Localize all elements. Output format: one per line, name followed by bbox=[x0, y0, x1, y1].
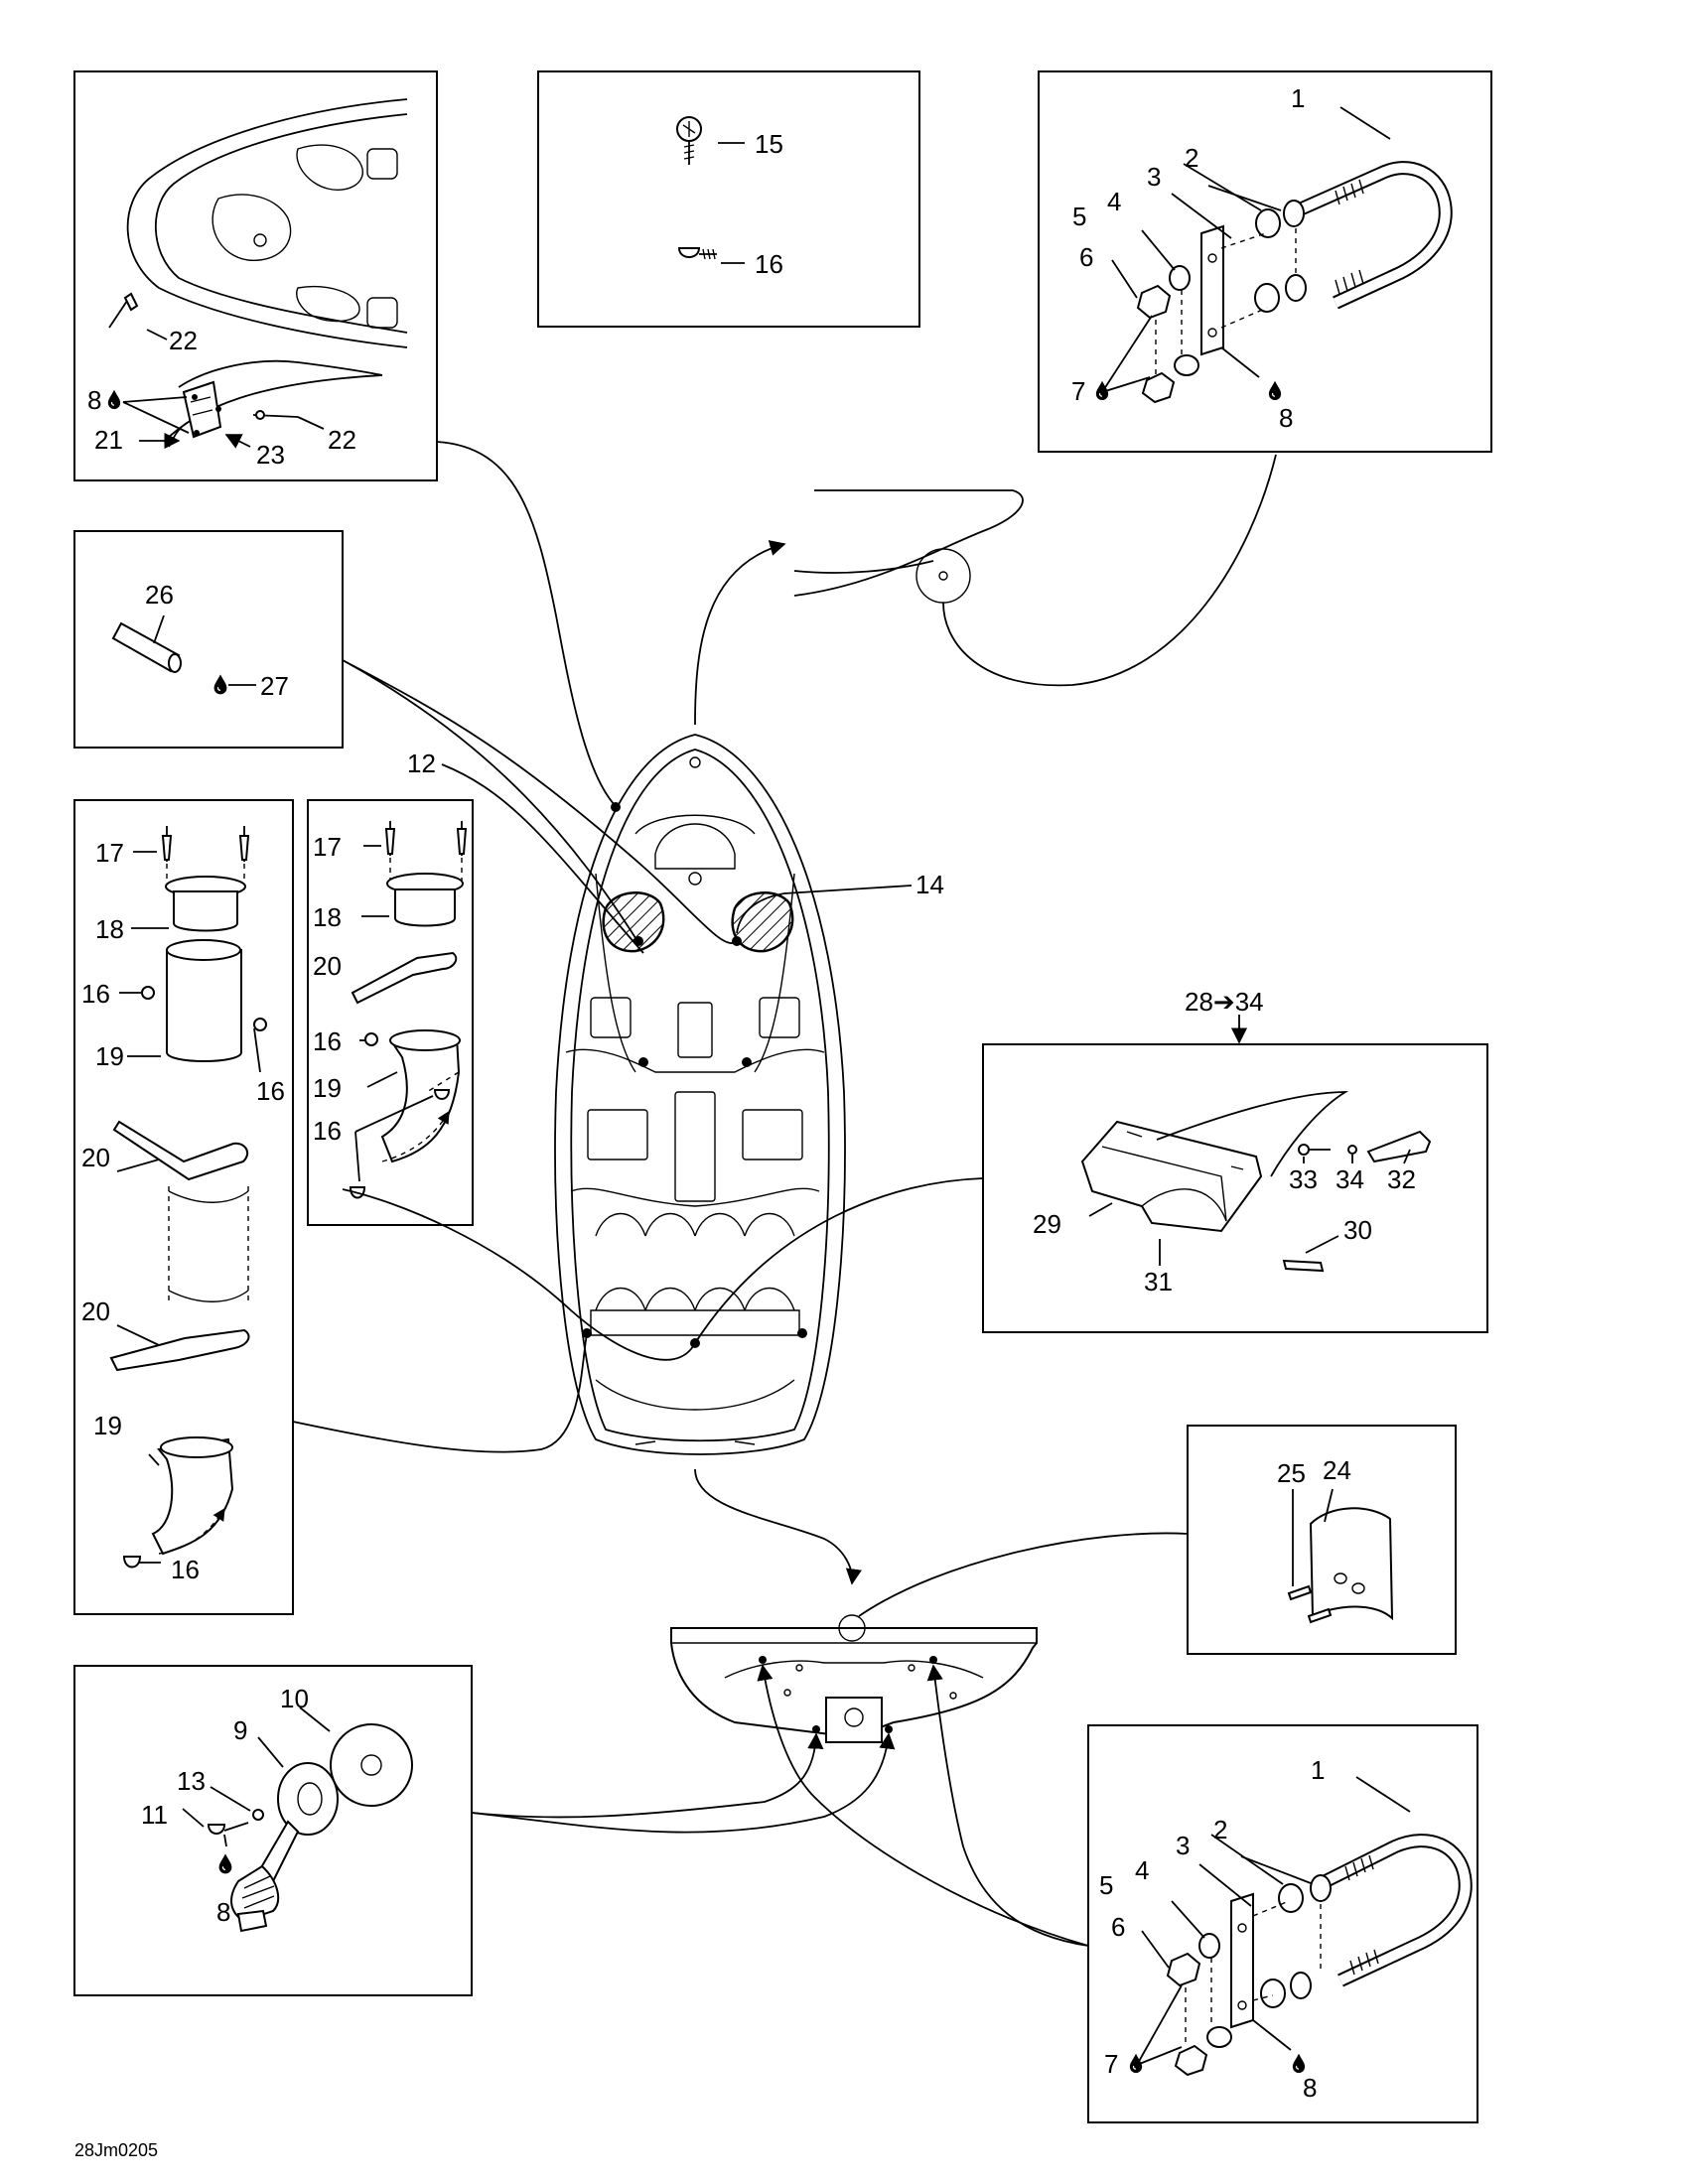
label-29: 29 bbox=[1033, 1209, 1061, 1239]
sealant-drop-icon-c1 bbox=[1095, 380, 1109, 400]
detail-box-vent-long: 17 18 16 19 16 20 20 19 16 bbox=[73, 799, 294, 1615]
label-23: 23 bbox=[256, 440, 285, 470]
detail-box-screws: 15 16 bbox=[537, 70, 920, 328]
label-16g: 16 bbox=[171, 1555, 200, 1584]
label-19b: 19 bbox=[93, 1411, 122, 1440]
detail-box-bow: 22 8 21 23 22 bbox=[73, 70, 438, 481]
detail-box-ubolt-front: 1 2 3 4 5 6 7 8 bbox=[1038, 70, 1492, 453]
label-12: 12 bbox=[407, 749, 436, 778]
detail-box-tube: 26 27 bbox=[73, 530, 344, 749]
detail-box-bumper: 25 24 bbox=[1187, 1425, 1457, 1655]
label-16i: 16 bbox=[313, 1116, 342, 1146]
detail-box-drain-plug: 10 9 13 11 8 bbox=[73, 1665, 473, 1996]
sealant-drop-icon-d bbox=[212, 673, 228, 695]
label-21: 21 bbox=[94, 425, 123, 455]
label-32: 32 bbox=[1387, 1164, 1416, 1194]
label-20b: 20 bbox=[81, 1297, 110, 1326]
sealant-drop-icon bbox=[107, 389, 121, 409]
label-16f: 16 bbox=[256, 1076, 285, 1106]
label-16h: 16 bbox=[313, 1026, 342, 1056]
label-10: 10 bbox=[280, 1684, 309, 1713]
label-20: 20 bbox=[81, 1143, 110, 1172]
label-6: 6 bbox=[1079, 242, 1093, 272]
label-14: 14 bbox=[915, 870, 944, 899]
label-15: 15 bbox=[755, 129, 783, 159]
label-4: 4 bbox=[1107, 187, 1121, 216]
label-3: 3 bbox=[1147, 162, 1161, 192]
label-8: 8 bbox=[87, 385, 101, 415]
label-3b: 3 bbox=[1176, 1831, 1190, 1860]
label-8j: 8 bbox=[1303, 2073, 1317, 2103]
label-13: 13 bbox=[177, 1766, 206, 1796]
label-31: 31 bbox=[1144, 1267, 1173, 1297]
label-2: 2 bbox=[1185, 143, 1198, 173]
hull-top-view bbox=[554, 734, 846, 1455]
label-1b: 1 bbox=[1311, 1755, 1325, 1785]
label-25: 25 bbox=[1277, 1458, 1306, 1488]
label-5: 5 bbox=[1072, 202, 1086, 231]
label-27: 27 bbox=[260, 671, 289, 701]
label-22: 22 bbox=[169, 326, 198, 355]
sealant-drop-icon-i bbox=[217, 1852, 233, 1874]
label-34: 34 bbox=[1336, 1164, 1364, 1194]
sealant-drop-icon-c2 bbox=[1268, 380, 1282, 400]
label-7: 7 bbox=[1071, 376, 1085, 406]
detail-box-step: 28➔34 29 30 31 32 33 34 bbox=[982, 987, 1488, 1333]
label-8c: 8 bbox=[1279, 403, 1293, 433]
label-18b: 18 bbox=[313, 902, 342, 932]
label-24: 24 bbox=[1323, 1455, 1351, 1485]
label-4b: 4 bbox=[1135, 1855, 1149, 1885]
label-1: 1 bbox=[1291, 83, 1305, 113]
label-22b: 22 bbox=[328, 425, 356, 455]
label-19: 19 bbox=[95, 1041, 124, 1071]
label-16e: 16 bbox=[81, 979, 110, 1009]
label-26: 26 bbox=[145, 580, 174, 610]
sealant-drop-icon-j2 bbox=[1292, 2053, 1306, 2073]
label-5b: 5 bbox=[1099, 1870, 1113, 1900]
label-17b: 17 bbox=[313, 832, 342, 862]
label-7b: 7 bbox=[1104, 2049, 1118, 2079]
label-17: 17 bbox=[95, 838, 124, 868]
diagram-code: 28Jm0205 bbox=[74, 2140, 158, 2160]
label-30: 30 bbox=[1343, 1215, 1372, 1245]
label-9: 9 bbox=[233, 1715, 247, 1745]
label-16: 16 bbox=[755, 249, 783, 279]
hatched-pad-left bbox=[602, 891, 665, 953]
label-2b: 2 bbox=[1213, 1815, 1227, 1844]
side-view-sketch bbox=[292, 441, 1277, 1585]
label-18: 18 bbox=[95, 914, 124, 944]
label-11: 11 bbox=[141, 1800, 168, 1830]
label-28-34: 28➔34 bbox=[1185, 987, 1264, 1017]
detail-box-ubolt-rear: 1 2 3 4 5 6 7 8 bbox=[1087, 1724, 1478, 2123]
label-19c: 19 bbox=[313, 1073, 342, 1103]
detail-box-vent-short: 17 18 20 16 19 16 bbox=[307, 799, 474, 1226]
label-20c: 20 bbox=[313, 951, 342, 981]
transom-view bbox=[471, 1532, 1189, 1947]
hull-callouts: 12 14 bbox=[342, 749, 944, 1361]
label-6b: 6 bbox=[1111, 1912, 1125, 1942]
label-33: 33 bbox=[1289, 1164, 1318, 1194]
sealant-drop-icon-j1 bbox=[1129, 2053, 1143, 2073]
label-8i: 8 bbox=[216, 1897, 230, 1927]
